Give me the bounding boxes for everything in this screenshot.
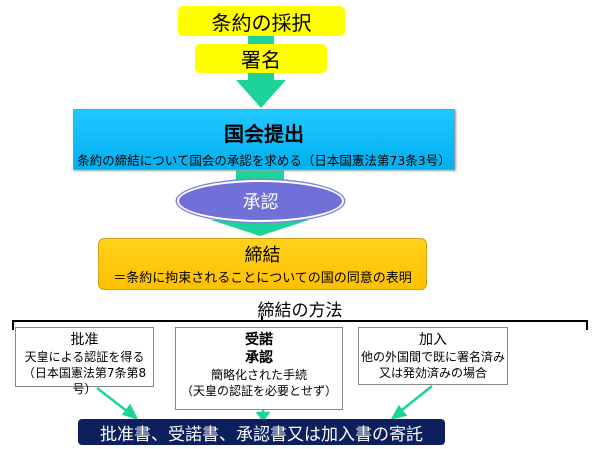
accession-line1: 他の外国間で既に署名済み	[360, 350, 505, 364]
step-approval: 承認	[177, 180, 344, 222]
arrow-shaft	[236, 168, 284, 182]
method-accession: 加入 他の外国間で既に署名済み 又は発効済みの場合	[358, 327, 508, 385]
submission-title: 国会提出	[224, 122, 304, 146]
step-conclusion: 締結 ＝条約に拘束されることについての国の同意の表明	[98, 238, 427, 290]
bracket	[12, 316, 588, 330]
arrow-shaft	[248, 36, 274, 46]
arrow-down-icon	[211, 220, 309, 236]
ratification-line2: （日本国憲法第7条第8号）	[22, 366, 147, 396]
acceptance-line1: 簡略化された手続	[210, 368, 307, 382]
ratification-line1: 天皇による認証を得る	[24, 350, 145, 364]
submission-subtitle: 条約の締結について国会の承認を求める（日本国憲法第73条3号）	[77, 153, 451, 168]
conclusion-title: 締結	[244, 245, 281, 266]
arrow-down-icon	[236, 80, 286, 108]
step-submission: 国会提出 条約の締結について国会の承認を求める（日本国憲法第73条3号）	[73, 109, 455, 170]
accession-title: 加入	[419, 332, 447, 348]
conclusion-subtitle: ＝条約に拘束されることについての国の同意の表明	[113, 271, 412, 286]
methods-heading: 締結の方法	[257, 301, 343, 321]
method-ratification: 批准 天皇による認証を得る （日本国憲法第7条第8号）	[15, 327, 154, 396]
ratification-title: 批准	[70, 332, 99, 348]
arrow-shaft	[248, 73, 274, 83]
acceptance-title: 受諾	[245, 332, 273, 348]
acceptance-line2: （天皇の認証を必要とせず）	[180, 384, 337, 398]
approval-title: 承認	[245, 350, 273, 366]
method-acceptance: 受諾 承認 簡略化された手続 （天皇の認証を必要とせず）	[175, 327, 343, 410]
step-adoption: 条約の採択	[178, 6, 345, 36]
deposit-box: 批准書、受諾書、承認書又は加入書の寄託	[78, 419, 445, 445]
step-signature: 署名	[195, 44, 327, 73]
accession-line2: 又は発効済みの場合	[378, 366, 487, 380]
deposit-arrows	[96, 385, 433, 423]
